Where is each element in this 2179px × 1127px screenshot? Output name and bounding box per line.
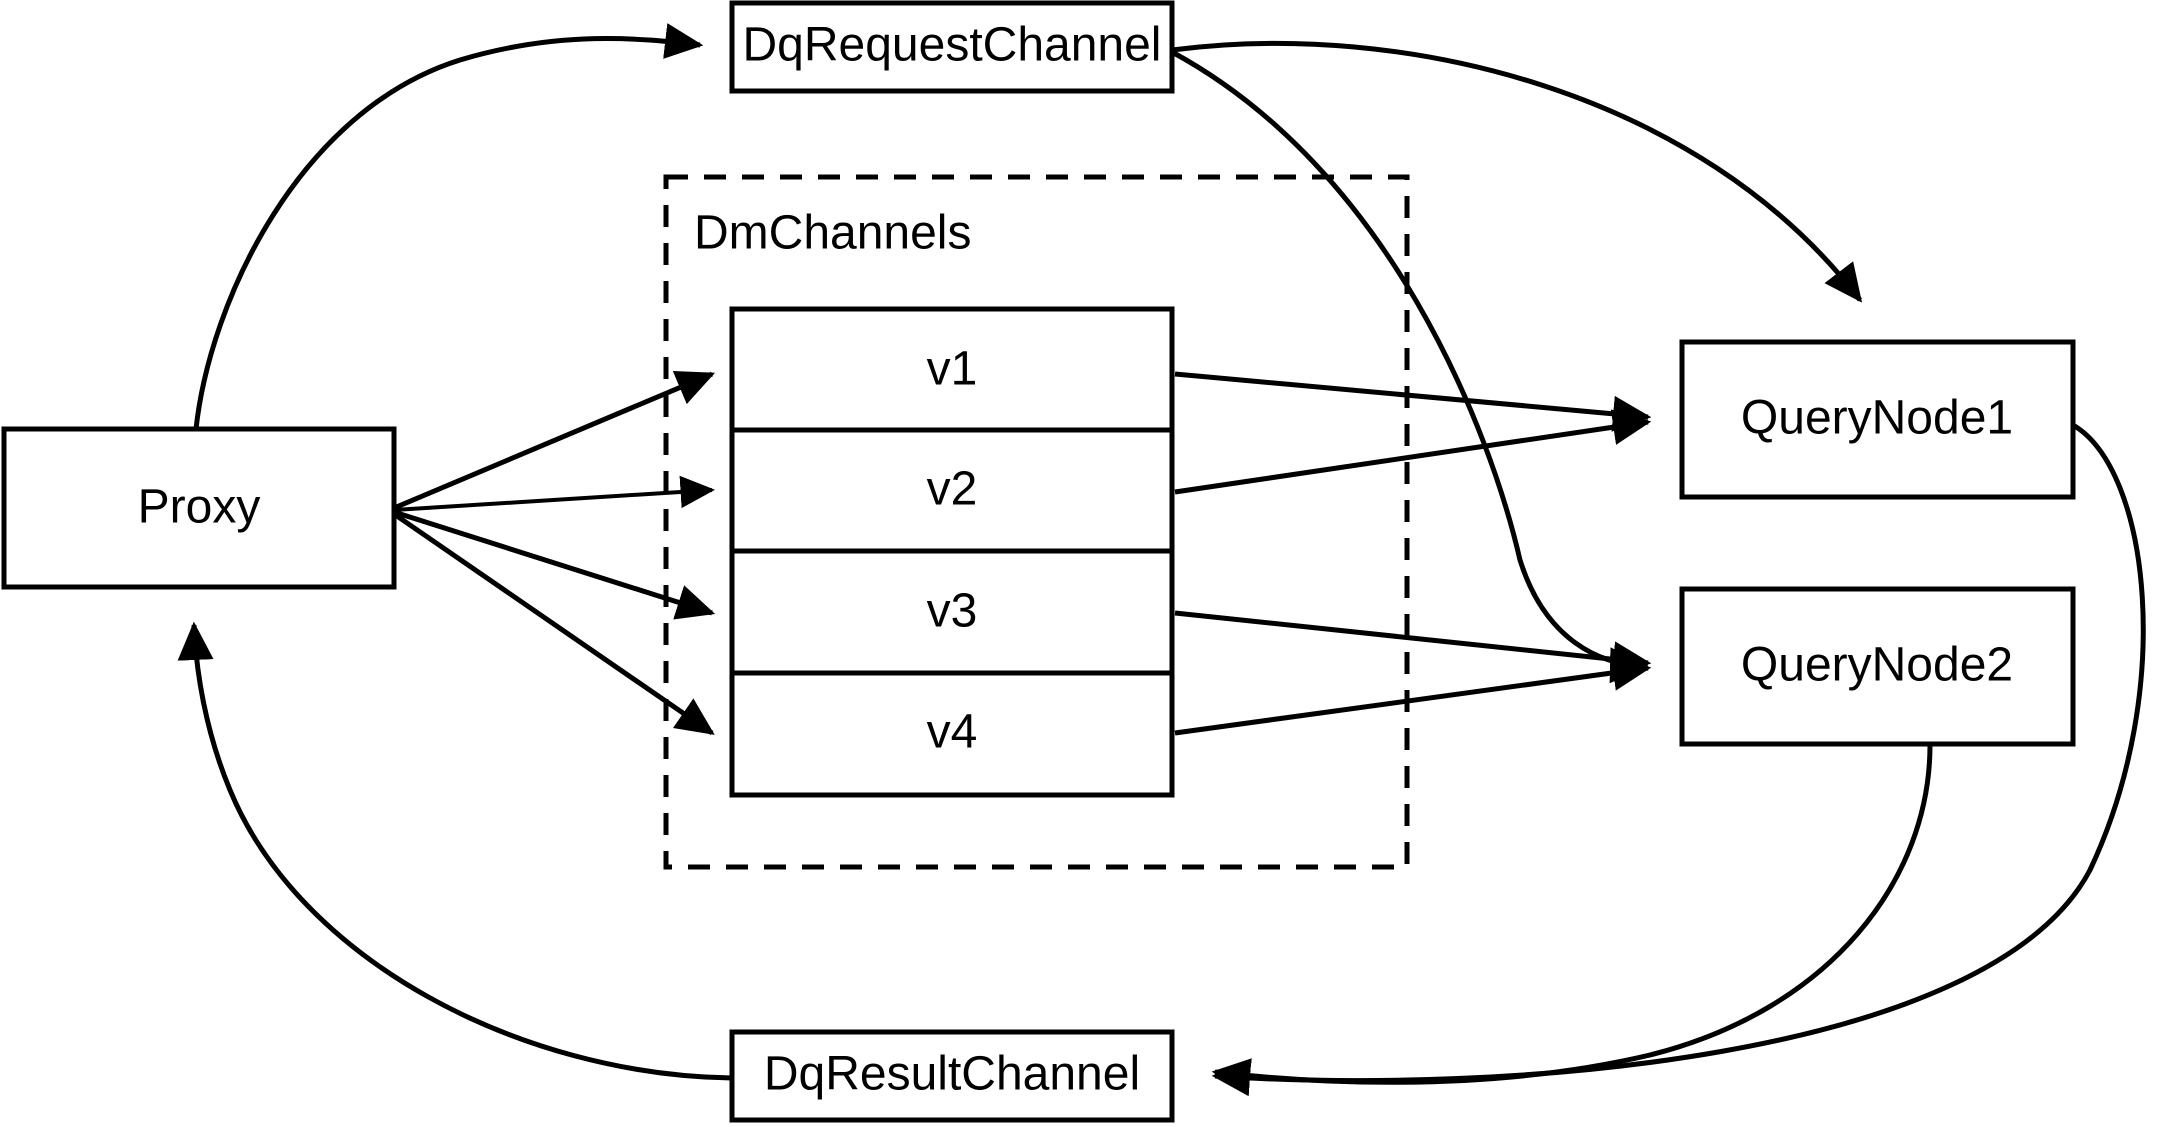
node-querynode1-box[interactable] — [1679, 339, 2076, 500]
node-querynode1[interactable]: QueryNode1 — [1679, 339, 2076, 500]
node-querynode2-box[interactable] — [1679, 586, 2076, 747]
node-proxy[interactable]: Proxy — [1, 426, 397, 590]
node-proxy-box[interactable] — [1, 426, 397, 590]
dmchannel-stack: v1 v2 v3 v4 — [729, 306, 1175, 798]
node-dqrequestchannel-label: DqRequestChannel — [743, 19, 1162, 72]
node-proxy-label: Proxy — [138, 481, 261, 534]
node-dqrequestchannel[interactable]: DqRequestChannel — [729, 0, 1175, 94]
edge-dqrequestchannel-to-querynode2 — [1170, 49, 1649, 684]
node-querynode2[interactable]: QueryNode2 — [1679, 586, 2076, 747]
edge-dqrequestchannel-to-querynode1 — [1171, 40, 1863, 303]
edge-proxy-to-v2 — [393, 475, 715, 512]
dmchannel-v2-label[interactable]: v2 — [927, 463, 978, 516]
edge-v4-to-querynode2 — [1174, 654, 1652, 736]
dmchannel-v4-label[interactable]: v4 — [927, 706, 978, 759]
node-dqrequestchannel-box[interactable] — [729, 0, 1175, 94]
dmchannels-group: DmChannels — [663, 174, 1410, 870]
dmchannels-group-border — [663, 174, 1410, 870]
dmchannel-v1-label[interactable]: v1 — [927, 343, 978, 396]
edge-dqresultchannel-to-proxy — [177, 621, 733, 1081]
node-dqresultchannel-box[interactable] — [729, 1029, 1175, 1123]
node-querynode2-label: QueryNode2 — [1741, 639, 2013, 692]
node-dqresultchannel-label: DqResultChannel — [764, 1048, 1140, 1101]
node-dqresultchannel[interactable]: DqResultChannel — [729, 1029, 1175, 1123]
dmchannels-group-label: DmChannels — [694, 207, 971, 260]
node-querynode1-label: QueryNode1 — [1741, 392, 2013, 445]
edge-v1-to-querynode1 — [1174, 371, 1652, 432]
edge-proxy-to-v1 — [393, 371, 716, 511]
edge-v2-to-querynode1 — [1174, 409, 1652, 495]
edge-querynode2-to-dqresultchannel — [1211, 744, 1933, 1094]
edge-proxy-to-v4 — [392, 511, 715, 736]
edge-proxy-to-v3 — [393, 509, 716, 620]
dmchannel-v3-label[interactable]: v3 — [927, 585, 978, 638]
edge-v3-to-querynode2 — [1174, 610, 1652, 678]
edge-proxy-to-dqrequestchannel — [193, 23, 704, 430]
